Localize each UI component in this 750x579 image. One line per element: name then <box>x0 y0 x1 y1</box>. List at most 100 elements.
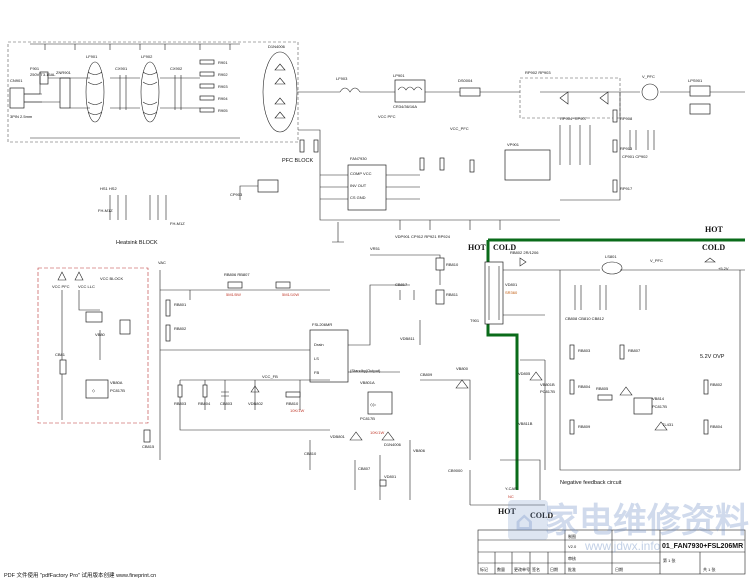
svg-text:CB809: CB809 <box>420 372 433 377</box>
svg-text:LS801: LS801 <box>605 254 617 259</box>
svg-text:CN901: CN901 <box>10 78 23 83</box>
svg-text:RB805: RB805 <box>596 386 609 391</box>
svg-text:◇: ◇ <box>92 388 96 393</box>
svg-text:CP903: CP903 <box>230 192 243 197</box>
footer-text: PDF 文件使用 "pdfFactory Pro" 试用版本创建 www.fin… <box>4 571 156 579</box>
svg-text:RB810: RB810 <box>286 401 299 406</box>
svg-text:LS: LS <box>314 356 319 361</box>
svg-text:SR360: SR360 <box>505 290 518 295</box>
svg-text:RP917: RP917 <box>620 186 633 191</box>
svg-text:250V T3.15AL: 250V T3.15AL <box>30 72 56 77</box>
svg-text:VB801B: VB801B <box>540 382 555 387</box>
svg-text:VD801: VD801 <box>505 282 518 287</box>
svg-text:FH-M1Z: FH-M1Z <box>98 208 113 213</box>
label-cold-bottom: COLD <box>530 511 553 520</box>
heatsink-block: HS1 HS2 FH-M1Z FH-M1Z Heatsink BLOCK <box>98 186 185 246</box>
svg-text:R905: R905 <box>218 108 228 113</box>
label-flyback-ic: FSL206MR <box>312 322 332 327</box>
watermark-logo-glyph: ⌂ <box>515 507 534 537</box>
svg-text:RP908: RP908 <box>620 116 633 121</box>
svg-text:VD801: VD801 <box>384 474 397 479</box>
title-total: 共 1 张 <box>703 566 715 572</box>
part-red-4: 10K/1W <box>370 430 384 435</box>
part-red-3: 10K/1W <box>290 408 304 413</box>
svg-text:RB804: RB804 <box>198 401 211 406</box>
svg-text:VB811B: VB811B <box>518 421 533 426</box>
svg-text:RB802: RB802 <box>710 382 723 387</box>
title-col-1: 数量 <box>497 566 505 572</box>
title-row-3: 日期 <box>615 566 623 572</box>
title-col-0: 标记 <box>480 566 488 572</box>
svg-text:CR34/36/16A: CR34/36/16A <box>393 104 417 109</box>
svg-text:RB802: RB802 <box>174 326 187 331</box>
label-vcc-pfc: VCC PFC <box>378 114 396 119</box>
label-negative-feedback: Negative feedback circuit <box>560 480 622 486</box>
label-pc817-d: PC817B <box>652 404 667 409</box>
watermark-url: www.jdwx.info <box>584 539 661 553</box>
label-pfc-ic: FAN7930 <box>350 156 367 161</box>
emi-filter: CN901 3PIN 2.5mm F901 250V T3.15AL ZNR90… <box>7 41 299 143</box>
ac-input-connector <box>9 87 25 109</box>
svg-text:CP901 CP902: CP901 CP902 <box>622 154 648 159</box>
svg-text:VD805: VD805 <box>518 371 531 376</box>
svg-text:CB803: CB803 <box>220 401 233 406</box>
svg-text:FH-M1Z: FH-M1Z <box>170 221 185 226</box>
title-col-3: 签名 <box>532 566 540 572</box>
label-vcc-pfc2: VCC_PFC <box>450 126 469 131</box>
svg-text:RB810: RB810 <box>446 262 459 267</box>
watermark-logo <box>508 500 548 540</box>
pfc-inductor <box>394 79 426 103</box>
label-pc817-a: PC817B <box>110 388 125 393</box>
svg-text:HS1 HS2: HS1 HS2 <box>100 186 117 191</box>
svg-text:VB80: VB80 <box>95 332 106 337</box>
svg-text:VDP901 CP912 RP921 RP924: VDP901 CP912 RP921 RP924 <box>395 234 451 239</box>
flyback-transformer <box>484 261 504 325</box>
svg-text:CB815: CB815 <box>142 444 155 449</box>
part-red-2: 5M1/10W <box>282 292 299 297</box>
part-red-5: NC <box>508 494 514 499</box>
svg-text:DS0004: DS0004 <box>458 78 473 83</box>
svg-text:VB801A: VB801A <box>360 380 375 385</box>
svg-text:RB806 RB807: RB806 RB807 <box>224 272 250 277</box>
title-rev: V2.0 <box>568 544 577 549</box>
diode-bridge-outline <box>262 51 298 133</box>
svg-text:LF901: LF901 <box>86 54 98 59</box>
label-hot-mid: HOT <box>468 243 486 252</box>
label-cold-mid-right: COLD <box>702 243 725 252</box>
svg-text:LF903: LF903 <box>336 76 348 81</box>
svg-text:RP913: RP913 <box>620 146 633 151</box>
label-pfc-block: PFC BLOCK <box>282 158 314 164</box>
svg-text:VB80A: VB80A <box>110 380 123 385</box>
svg-text:R901: R901 <box>218 60 228 65</box>
watermark: ⌂ 家电维修资料网 www.jdwx.info <box>508 500 750 553</box>
pfc-ic <box>347 164 387 211</box>
svg-text:INV OUT: INV OUT <box>350 183 367 188</box>
svg-text:CS GND: CS GND <box>350 195 366 200</box>
vcc-optocoupler <box>85 379 109 399</box>
watermark-text: 家电维修资料网 <box>545 501 750 541</box>
svg-text:FB: FB <box>314 370 319 375</box>
flyback-controller: VAC RB806 RB807 5M1/5W 5M1/10W RB801 RB8… <box>142 260 471 505</box>
title-col-2: 更改单号 <box>514 566 530 572</box>
secondary-stage: VR51 RB810 CB817 RB811 VDB811 T901 RB802… <box>370 246 745 471</box>
title-col-4: 日期 <box>550 566 558 572</box>
label-hot-top: HOT <box>705 225 723 234</box>
svg-text:RP902 RP903: RP902 RP903 <box>525 70 551 75</box>
svg-text:R904: R904 <box>218 96 228 101</box>
svg-text:RB807: RB807 <box>628 348 641 353</box>
svg-text:VB814: VB814 <box>652 396 665 401</box>
svg-text:CX902: CX902 <box>170 66 183 71</box>
label-vpfc: V_PFC <box>642 74 655 79</box>
label-tl431: TL431 <box>662 422 674 427</box>
part-red-1: 5M1/5W <box>226 292 241 297</box>
svg-text:D1N4006: D1N4006 <box>384 442 402 447</box>
title-sheet: 第 1 张 <box>663 557 675 563</box>
label-standby: (Standby|Output) <box>350 368 381 373</box>
svg-text:LP901: LP901 <box>393 73 405 78</box>
label-hot-bottom: HOT <box>498 507 516 516</box>
svg-text:LPS901: LPS901 <box>688 78 703 83</box>
svg-text:RB804: RB804 <box>710 424 723 429</box>
pfc-controller-block: PFC BLOCK FAN7930 COMP VCC INV OUT CS GN… <box>230 114 501 243</box>
